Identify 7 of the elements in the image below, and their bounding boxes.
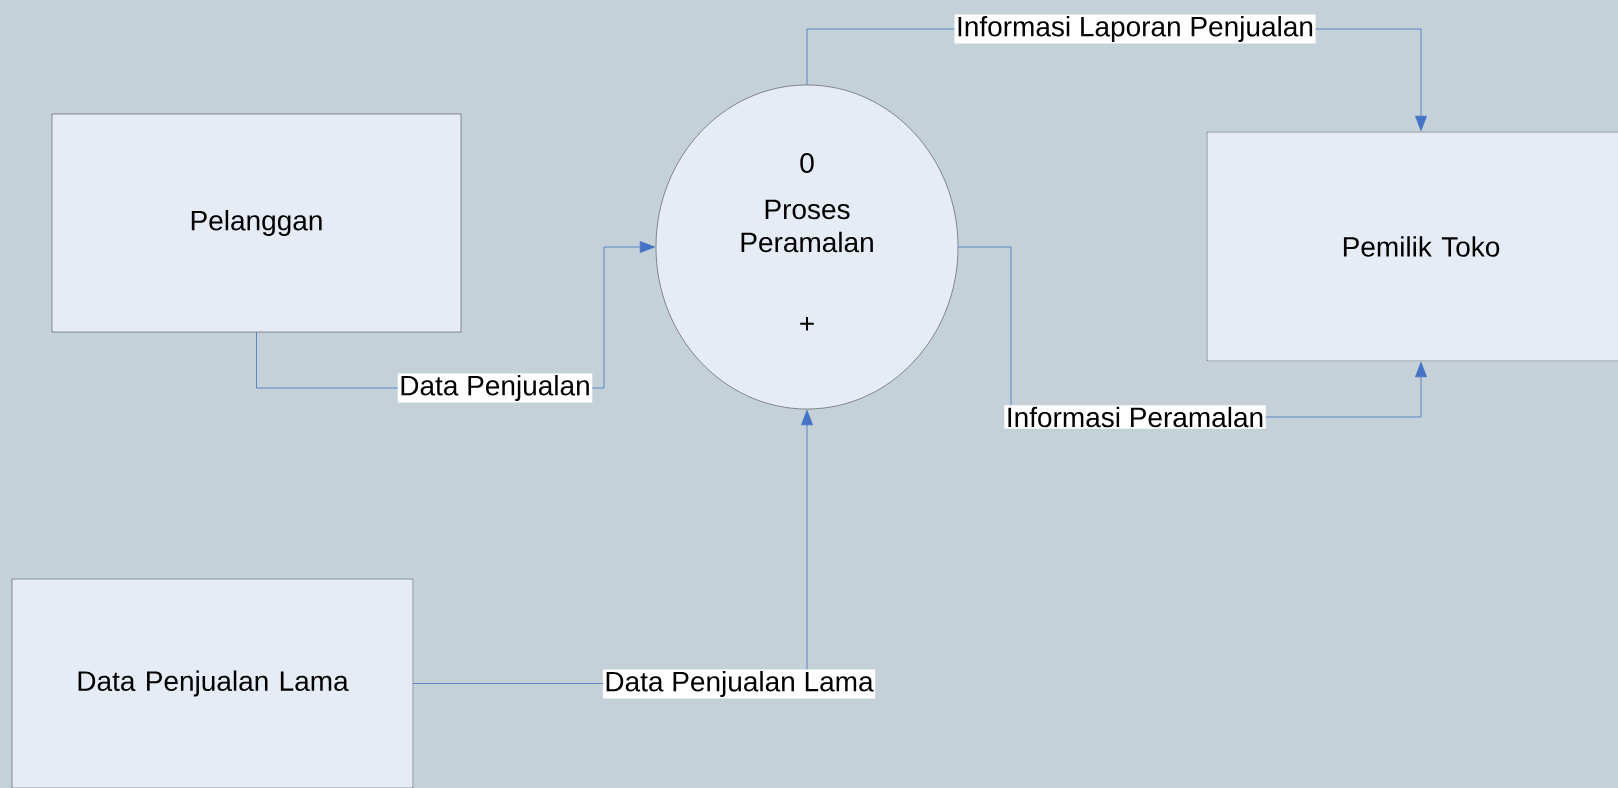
entity-box: Pemilik Toko [1206,131,1618,362]
edge-label: Data Penjualan [397,373,593,403]
entity-box: Data Penjualan Lama [11,578,414,788]
edge-label: Data Penjualan Lama [602,669,876,699]
edge-label: Informasi Laporan Penjualan [954,14,1316,44]
entity-box: Pelanggan [51,113,462,333]
edge-label: Informasi Peramalan [1004,405,1266,429]
